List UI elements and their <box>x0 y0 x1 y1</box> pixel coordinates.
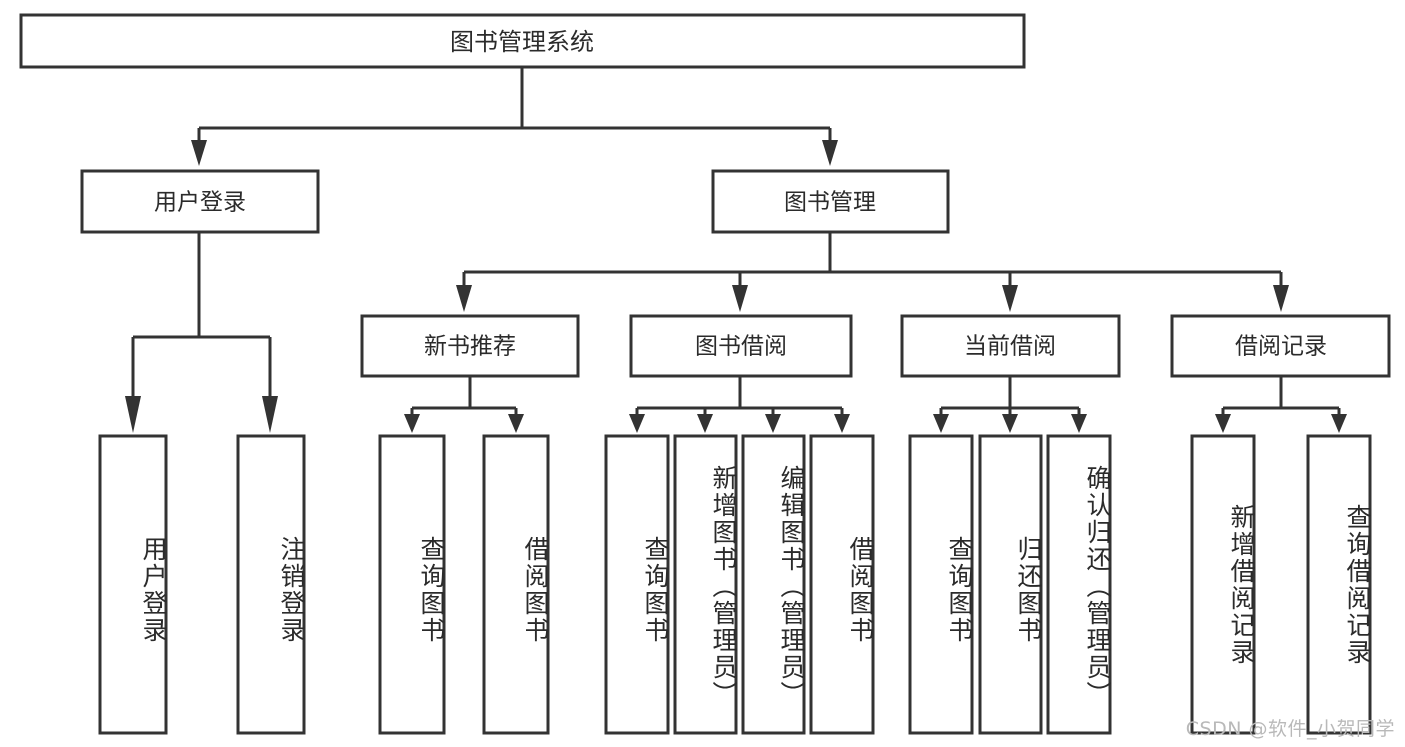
leaf-boxes <box>98 434 1372 735</box>
node-root[interactable]: 图书管理系统 <box>19 13 1026 69</box>
arrow-head-book-borrow <box>732 285 748 312</box>
node-book-borrow[interactable]: 图书借阅 <box>629 314 853 378</box>
connector-group-current-borrow <box>933 376 1087 433</box>
node-leaf-confirm-return-box[interactable] <box>1046 434 1112 735</box>
node-leaf-logout-box[interactable] <box>236 434 306 735</box>
connector-group-root <box>191 67 838 166</box>
node-leaf-add-book-box[interactable] <box>673 434 738 735</box>
node-leaf-user-login-box[interactable] <box>98 434 168 735</box>
arrow-head-leaf-return-book <box>1002 414 1018 433</box>
connector-group-book-borrow <box>629 376 850 433</box>
node-current-borrow-label: 当前借阅 <box>964 334 1056 360</box>
node-new-book-rec-label: 新书推荐 <box>424 334 516 360</box>
node-leaf-borrow-book-1-box[interactable] <box>482 434 550 735</box>
arrow-head-leaf-add-book <box>697 414 713 433</box>
connector-group-book-manage <box>456 232 1289 312</box>
node-leaf-query-book-2-box[interactable] <box>604 434 670 735</box>
arrow-head-user-login <box>191 140 207 166</box>
node-book-manage-label: 图书管理 <box>784 190 876 216</box>
node-current-borrow-box[interactable] <box>900 314 1121 378</box>
node-borrow-record-label: 借阅记录 <box>1235 334 1327 360</box>
node-book-manage-box[interactable] <box>711 169 950 234</box>
connector-group-user-login <box>125 232 278 433</box>
node-leaf-borrow-book-2-box[interactable] <box>809 434 875 735</box>
arrow-head-leaf-borrow-book-2 <box>834 414 850 433</box>
arrow-head-leaf-query-record <box>1331 414 1347 433</box>
node-root-box[interactable] <box>19 13 1026 69</box>
arrow-head-leaf-add-record <box>1215 414 1231 433</box>
node-book-borrow-box[interactable] <box>629 314 853 378</box>
arrow-head-leaf-query-book-3 <box>933 414 949 433</box>
arrow-head-leaf-user-login <box>125 396 141 433</box>
node-book-manage[interactable]: 图书管理 <box>711 169 950 234</box>
node-borrow-record-box[interactable] <box>1170 314 1391 378</box>
node-user-login[interactable]: 用户登录 <box>80 169 320 234</box>
node-leaf-return-book-box[interactable] <box>978 434 1043 735</box>
node-current-borrow[interactable]: 当前借阅 <box>900 314 1121 378</box>
node-leaf-query-book-3-box[interactable] <box>908 434 974 735</box>
arrow-head-leaf-query-book-2 <box>629 414 645 433</box>
arrow-head-book-manage <box>822 140 838 166</box>
arrow-head-new-book-rec <box>456 285 472 312</box>
node-user-login-box[interactable] <box>80 169 320 234</box>
arrow-head-current-borrow <box>1002 285 1018 312</box>
arrow-head-leaf-confirm-return <box>1071 414 1087 433</box>
connector-group-borrow-record <box>1215 376 1347 433</box>
node-new-book-rec[interactable]: 新书推荐 <box>360 314 580 378</box>
node-new-book-rec-box[interactable] <box>360 314 580 378</box>
csdn-watermark: CSDN @软件_小贺同学 <box>1185 718 1395 740</box>
node-leaf-edit-book-box[interactable] <box>741 434 806 735</box>
node-book-borrow-label: 图书借阅 <box>695 334 787 360</box>
node-leaf-add-record-box[interactable] <box>1190 434 1256 735</box>
arrow-head-leaf-borrow-book-1 <box>508 414 524 433</box>
arrow-head-leaf-edit-book <box>765 414 781 433</box>
node-leaf-query-book-1-box[interactable] <box>378 434 446 735</box>
arrow-head-leaf-query-book-1 <box>404 414 420 433</box>
arrow-head-leaf-logout <box>262 396 278 433</box>
node-borrow-record[interactable]: 借阅记录 <box>1170 314 1391 378</box>
node-leaf-query-record-box[interactable] <box>1306 434 1372 735</box>
connector-group-new-book-rec <box>404 376 524 433</box>
arrow-head-borrow-record <box>1273 285 1289 312</box>
node-root-label: 图书管理系统 <box>450 28 594 56</box>
node-user-login-label: 用户登录 <box>154 190 246 216</box>
